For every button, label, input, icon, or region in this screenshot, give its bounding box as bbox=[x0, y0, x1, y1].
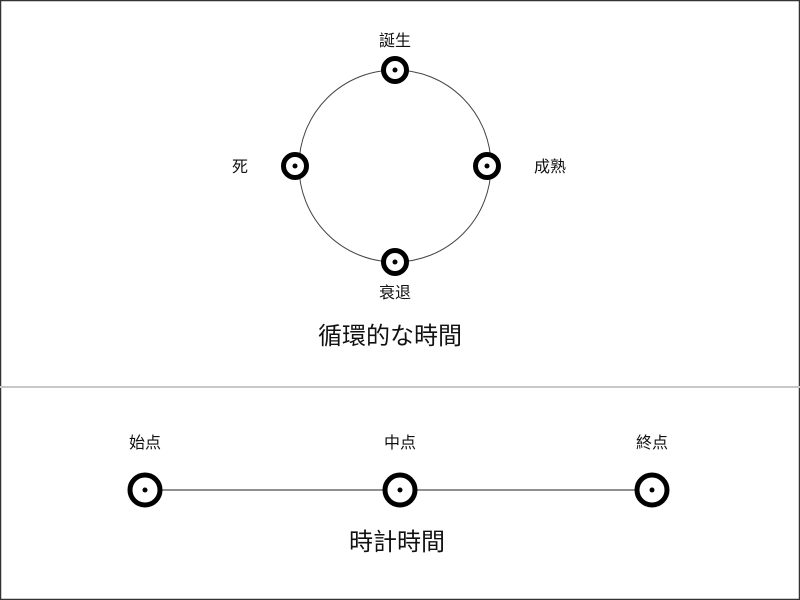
label-death: 死 bbox=[232, 157, 248, 176]
linear-title: 時計時間 bbox=[349, 528, 445, 556]
linear-time-section: 始点 中点 終点 時計時間 bbox=[127, 433, 670, 556]
node-marker-top bbox=[381, 56, 409, 84]
label-decline: 衰退 bbox=[379, 283, 411, 302]
node-marker-middle bbox=[382, 472, 418, 508]
label-end: 終点 bbox=[636, 433, 668, 452]
cyclical-time-section: 誕生 成熟 衰退 死 循環的な時間 bbox=[232, 31, 566, 350]
cyclical-title: 循環的な時間 bbox=[318, 322, 462, 350]
node-marker-bottom bbox=[381, 248, 409, 276]
label-middle: 中点 bbox=[384, 433, 416, 452]
label-start: 始点 bbox=[129, 433, 161, 452]
label-maturity: 成熟 bbox=[534, 157, 566, 176]
label-birth: 誕生 bbox=[379, 31, 411, 50]
node-marker-start bbox=[127, 472, 163, 508]
node-marker-right bbox=[473, 152, 501, 180]
node-marker-end bbox=[634, 472, 670, 508]
cycle-circle bbox=[298, 69, 492, 263]
node-marker-left bbox=[281, 152, 309, 180]
